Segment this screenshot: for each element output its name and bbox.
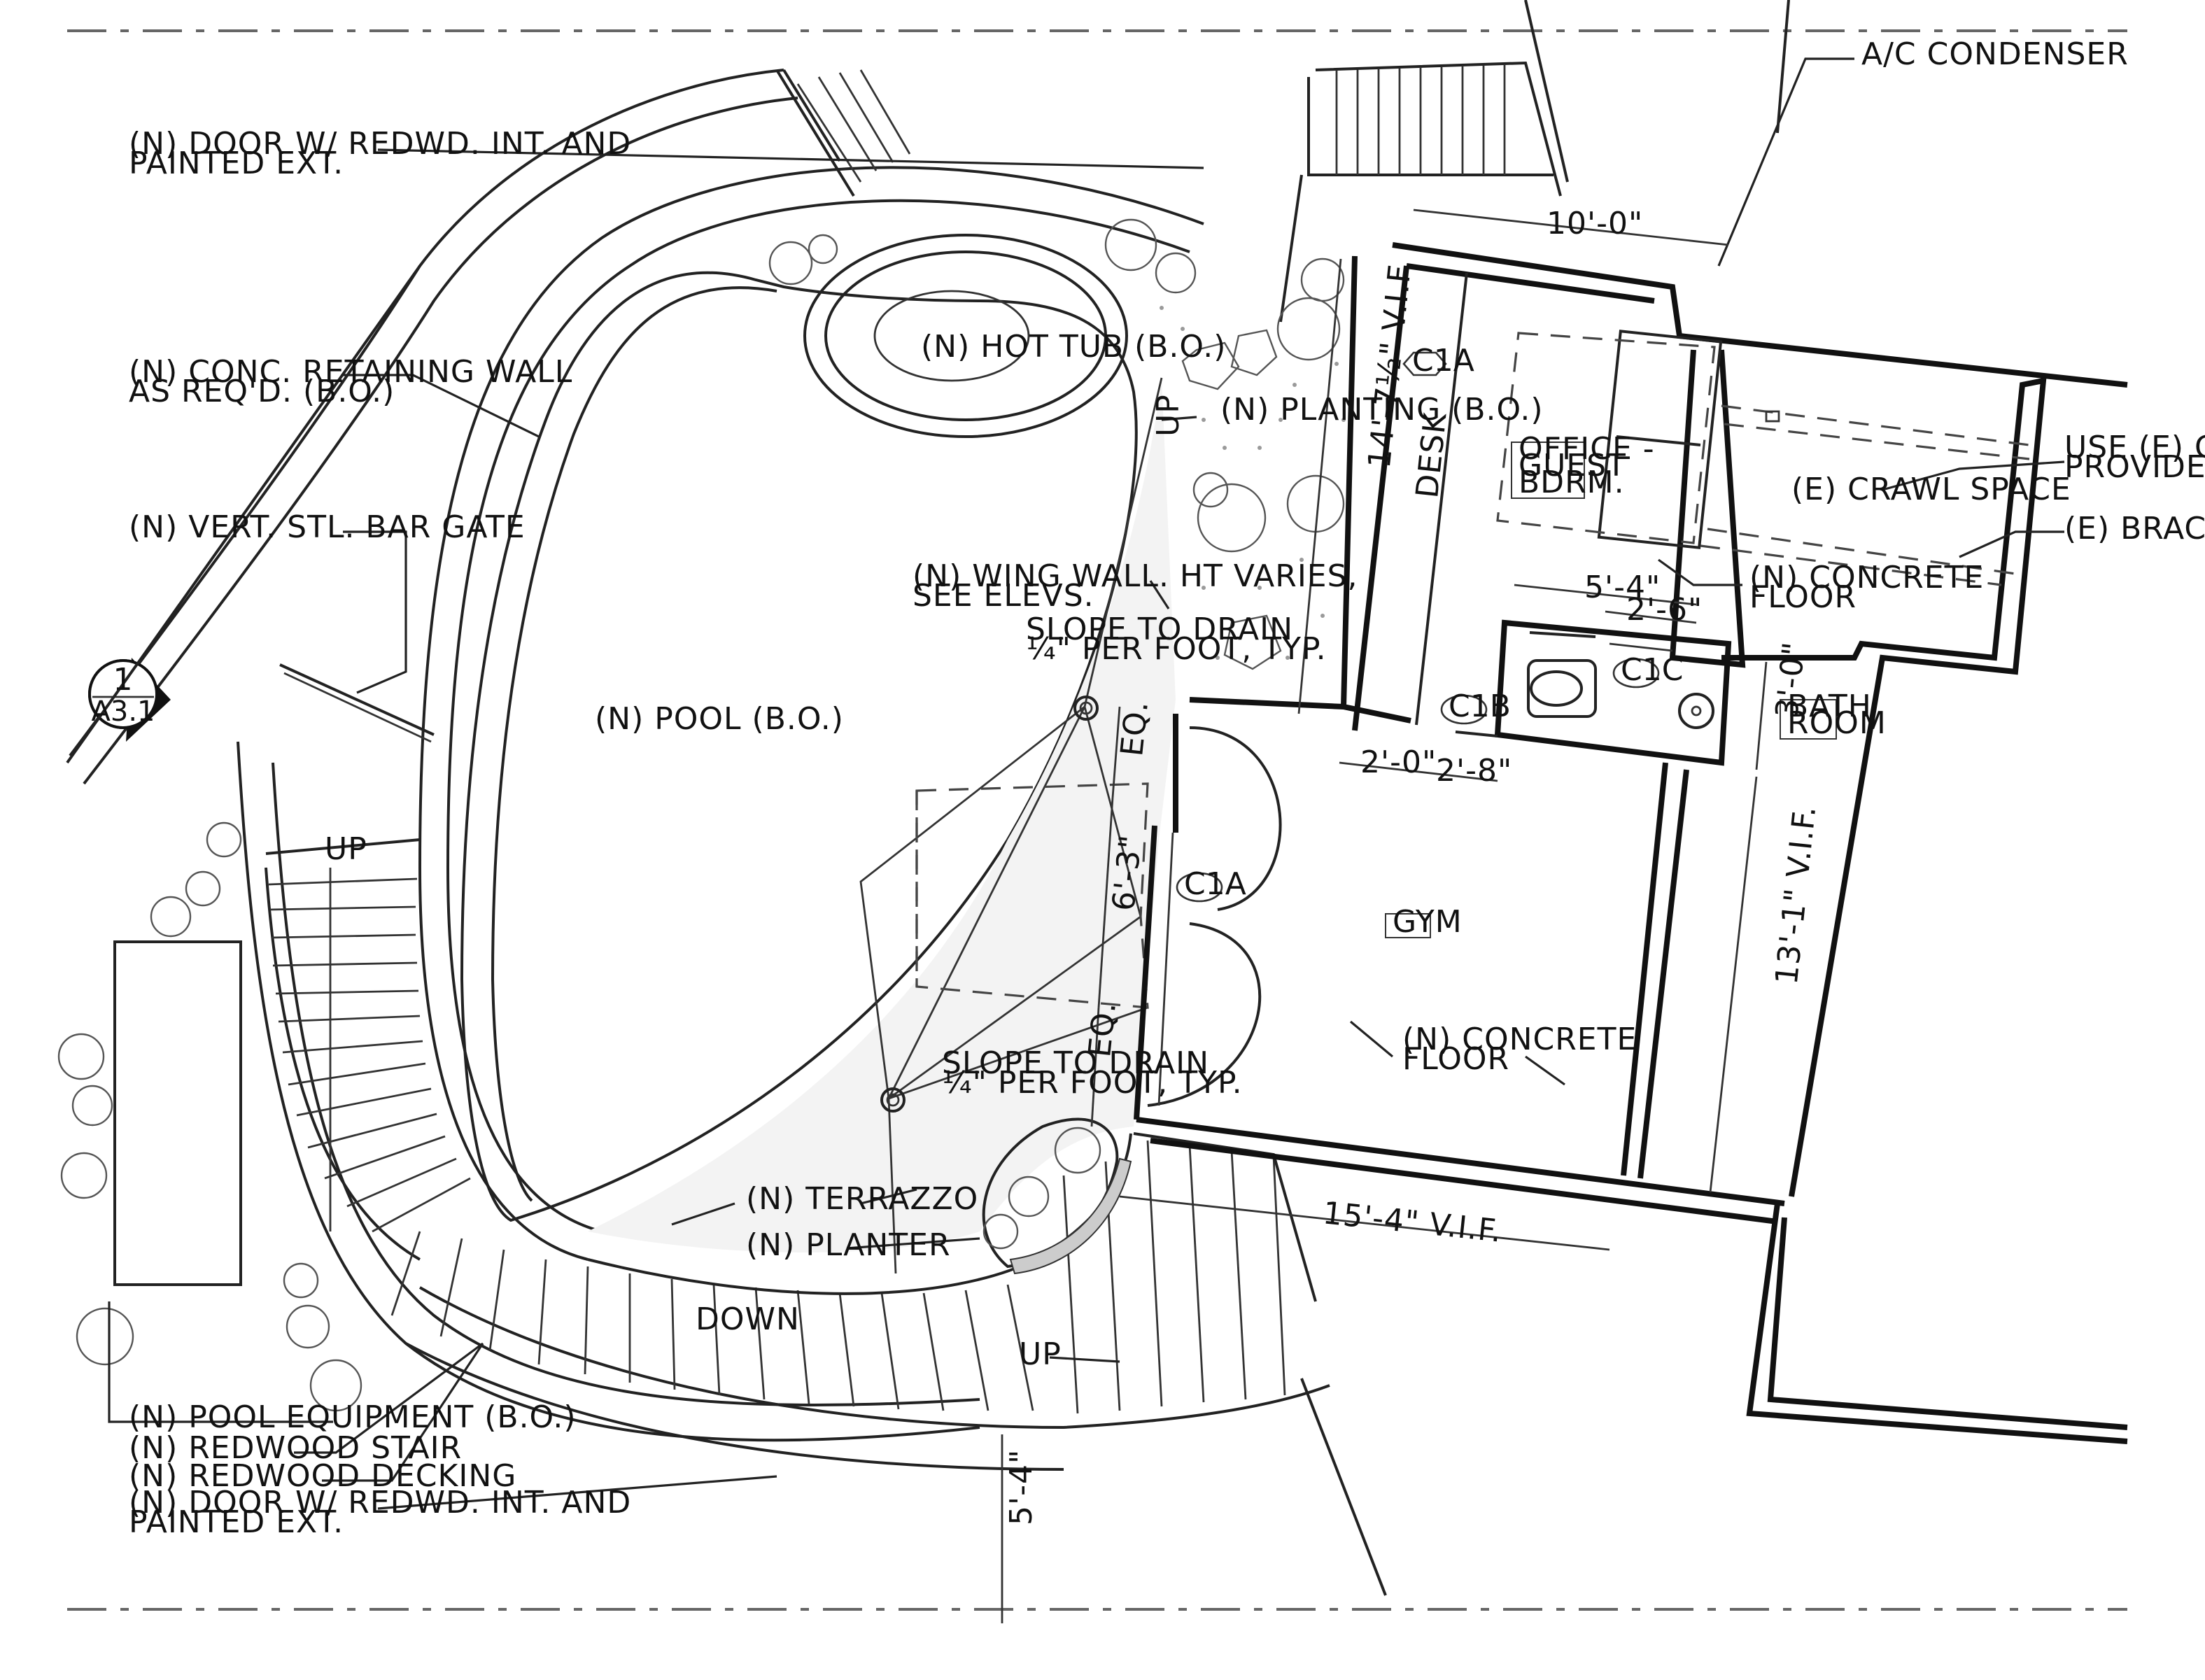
dim-eq-1: EQ. [1114,699,1155,758]
door-bottom-line2: PAINTED EXT. [129,1504,344,1540]
redwood-stair-label: (N) REDWOOD STAIR [129,1430,462,1466]
concrete-floor-2-line1: (N) CONCRETE [1402,1022,1637,1057]
dim-13-1: 13'-1" V.I.F. [1769,804,1824,987]
planting-label: (N) PLANTING (B.O.) [1220,392,1544,428]
pool-label: (N) POOL (B.O.) [595,701,844,737]
slope-1-line2: ¼" PER FOOT, TYP. [1026,631,1327,667]
section-number: 1 [113,662,134,698]
dim-2-8: 2'-8" [1436,753,1512,789]
retaining-wall-line2: AS REQ'D. (B.O.) [129,374,395,409]
building-walls [1134,242,2128,1444]
terrazzo-area [588,377,1176,1274]
dim-15-4: 15'-4" V.I.F. [1321,1195,1504,1250]
use-e-line1: USE (E) C [2064,430,2205,465]
dim-3-0: 3'-0" [1769,640,1812,720]
bath-room-line1: BATH [1787,689,1872,724]
left-plantings [57,821,362,1412]
slope-2-line2: ¼" PER FOOT, TYP. [942,1065,1243,1101]
door-tags: C1A C1A C1B C1C [1176,343,1683,903]
bath-room-label-box [1780,699,1837,740]
desk-label: DESK [1409,411,1454,500]
dim-5-4-bottom: 5'-4" [1003,1449,1039,1525]
bath-room-line2: ROOM [1787,705,1887,741]
hot-tub [803,234,1128,438]
planter [982,1117,1132,1275]
tag-c1a-mid: C1A [1184,866,1246,902]
up-label-planting: UP [1150,394,1186,437]
tag-c1c: C1C [1621,652,1683,688]
door-top-line2: PAINTED EXT. [129,146,344,181]
redwood-stair [265,838,471,1261]
site-walls [69,69,1387,1596]
slope-2-line1: SLOPE TO DRAIN [942,1045,1209,1081]
office-line1: OFFICE - [1519,431,1655,467]
gym-label-box [1385,913,1431,938]
down-label: DOWN [696,1301,800,1337]
text-labels: (N) DOOR W/ REDWD. INT. AND PAINTED EXT.… [129,36,2205,1540]
wing-wall-line2: SEE ELEVS. [913,578,1094,614]
gym-label: GYM [1393,904,1463,940]
concrete-floor-2-line2: FLOOR [1402,1041,1509,1077]
redwood-decking-label: (N) REDWOOD DECKING [129,1458,516,1494]
dim-5-4-top: 5'-4" [1584,570,1661,605]
top-stairs [775,0,1569,323]
condenser-line [1776,0,1790,134]
up-stair-label: UP [325,831,367,867]
office-label-box [1511,442,1585,499]
door-top-line1: (N) DOOR W/ REDWD. INT. AND [129,126,631,162]
redwood-decking [390,1132,1317,1414]
use-e-line2: PROVIDE [2064,449,2205,485]
pool-equipment-box [113,940,242,1286]
office-line3: BDRM. [1519,465,1625,500]
pool-equipment-label: (N) POOL EQUIPMENT (B.O.) [129,1399,577,1435]
concrete-floor-1-line2: FLOOR [1749,579,1857,615]
dim-10-0: 10'-0" [1547,206,1643,241]
office-line2: GUEST [1519,448,1626,483]
dimension-lines [1001,209,1768,1623]
tag-c1a-top: C1A [1412,343,1474,379]
gate [279,663,435,743]
door-bottom-line1: (N) DOOR W/ REDWD. INT. AND [129,1485,631,1520]
dim-eq-2: EQ. [1082,1000,1123,1059]
ac-condenser-label: A/C CONDENSER [1861,36,2129,72]
slope-1-line1: SLOPE TO DRAIN [1026,612,1293,647]
terrazzo-label: (N) TERRAZZO [746,1181,978,1217]
dim-2-6: 2'-6" [1626,592,1703,628]
crawl-space-label: (E) CRAWL SPACE [1791,472,2071,507]
planting-area [768,218,1346,670]
hot-tub-label: (N) HOT TUB (B.O.) [921,329,1226,365]
property-lines [67,29,2127,1611]
dim-2-0: 2'-0" [1360,744,1437,780]
dim-6-3: 6'-3" [1106,833,1149,912]
tag-c1b: C1B [1449,689,1511,724]
leaders [108,57,2065,1510]
e-brac-label: (E) BRAC [2064,511,2205,546]
pool [460,271,1138,1222]
concrete-floor-1-line1: (N) CONCRETE [1749,560,1984,595]
retaining-wall-line1: (N) CONC. RETAINING WALL [129,354,572,390]
gate-label: (N) VERT. STL. BAR GATE [129,509,526,545]
wing-wall-line1: (N) WING WALL. HT VARIES, [913,558,1358,594]
section-marker: 1 A3.1 [66,264,421,764]
up-deck-label: UP [1019,1336,1062,1372]
planter-label: (N) PLANTER [746,1227,951,1263]
section-sheet: A3.1 [92,696,155,728]
